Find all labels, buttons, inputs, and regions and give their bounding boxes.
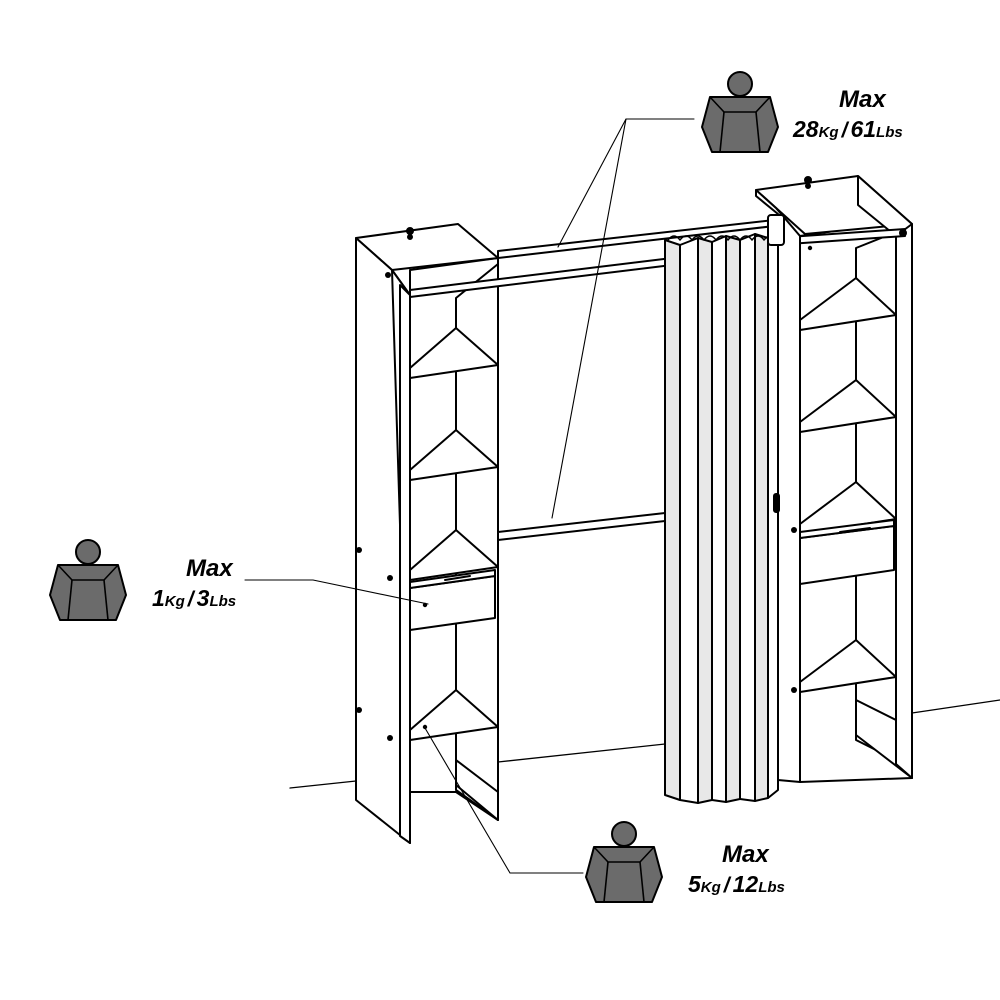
weight-kg: 28 <box>793 116 819 142</box>
weight-icon <box>701 71 779 153</box>
right-shelves <box>799 277 897 693</box>
weight-kg: 5 <box>688 871 701 897</box>
curtain <box>664 214 785 804</box>
weight-kg: 1 <box>152 585 165 611</box>
right-holes <box>791 245 813 693</box>
unit-kg: Kg <box>164 593 185 610</box>
weight-icon <box>49 539 127 621</box>
unit-kg: Kg <box>818 124 839 141</box>
left-tower <box>355 223 673 844</box>
separator: / <box>723 874 730 897</box>
separator: / <box>187 588 194 611</box>
unit-kg: Kg <box>700 879 721 896</box>
middle-hanging-rod <box>497 512 666 541</box>
floor-line <box>289 699 1000 789</box>
left-holes <box>356 272 428 741</box>
max-label: Max <box>186 555 233 582</box>
unit-lbs: Lbs <box>758 879 785 896</box>
weight-lbs: 3 <box>196 585 210 611</box>
unit-lbs: Lbs <box>209 593 237 610</box>
weight-label-top: Max 28Kg/61Lbs <box>793 86 903 142</box>
max-label: Max <box>839 86 886 113</box>
weight-lbs: 61 <box>850 116 877 142</box>
separator: / <box>841 119 848 142</box>
weight-label-left: Max 1Kg/3Lbs <box>152 555 237 611</box>
right-tower <box>755 175 913 783</box>
weight-lbs: 12 <box>732 871 759 897</box>
leader-lines <box>244 118 695 874</box>
unit-lbs: Lbs <box>876 124 903 141</box>
max-label: Max <box>722 841 769 868</box>
weight-icon <box>585 821 663 903</box>
weight-label-bottom: Max 5Kg/12Lbs <box>688 841 785 897</box>
